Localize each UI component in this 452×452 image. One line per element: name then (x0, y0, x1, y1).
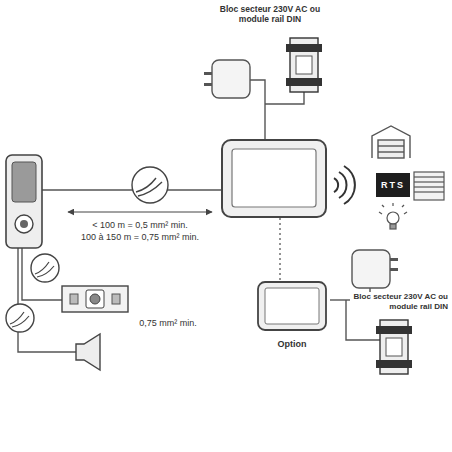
power-adapter (204, 60, 250, 98)
node-text: Bloc secteur 230V AC ou module rail DIN (350, 292, 448, 311)
option-monitor-node: Option (254, 280, 330, 350)
door-station (6, 155, 42, 248)
rts-box: RTS (376, 173, 410, 197)
din-module (376, 320, 412, 374)
cable-icon (6, 167, 168, 332)
cable-spec: 0,75 mm² min. (137, 318, 199, 328)
main-monitor (222, 140, 326, 217)
power-label: Bloc secteur 230V AC ou module rail DIN (350, 292, 448, 313)
node-text: Bloc secteur 230V AC ou module rail DIN (206, 4, 334, 24)
cable-spec: < 100 m = 0,5 mm² min. (90, 220, 190, 230)
strike-wire (22, 248, 62, 300)
door-strike (62, 286, 128, 312)
power-wire (330, 299, 350, 300)
shutter-icon (414, 172, 444, 200)
dimension-arrow (68, 212, 212, 213)
door-bell (76, 334, 100, 370)
din-module (286, 38, 322, 92)
option-link (279, 218, 280, 282)
power-label: Bloc secteur 230V AC ou module rail DIN (206, 4, 334, 26)
power-wire (250, 80, 265, 140)
option-monitor (258, 282, 326, 330)
wireless-signal (334, 166, 355, 204)
power-wire (265, 92, 304, 104)
power-adapter (352, 250, 398, 288)
garage-icon (372, 126, 410, 158)
node-text: RTS (376, 180, 410, 191)
node-text: Option (254, 339, 330, 350)
cable-spec: 100 à 150 m = 0,75 mm² min. (79, 232, 201, 242)
light-icon (379, 203, 407, 229)
